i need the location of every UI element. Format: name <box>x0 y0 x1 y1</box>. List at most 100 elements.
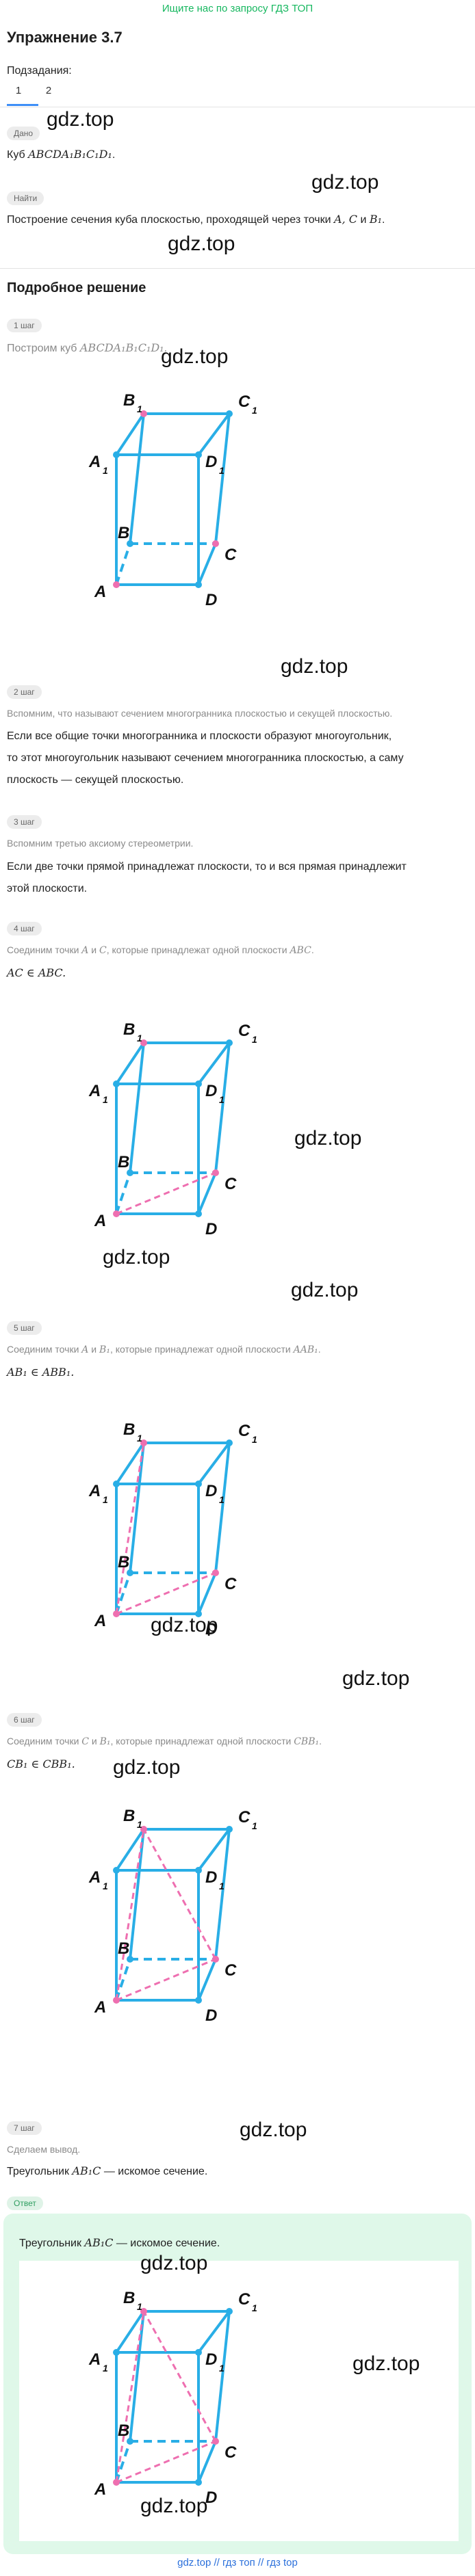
watermark: gdz.top <box>291 1279 359 1301</box>
cube-edge <box>197 1041 231 1085</box>
subtasks-label: Подзадания: <box>7 65 72 77</box>
cube-edge <box>197 412 231 456</box>
watermark: gdz.top <box>140 2252 208 2274</box>
watermark: gdz.top <box>140 2495 208 2517</box>
vertex-label: B <box>118 1939 129 1958</box>
watermark: gdz.top <box>103 1246 170 1269</box>
vertex-label: D <box>205 1868 217 1887</box>
vertex-subscript: 1 <box>137 403 142 414</box>
cube-edge <box>197 542 217 586</box>
vertex-label: B <box>118 1553 129 1571</box>
vertex-subscript: 1 <box>252 2302 257 2313</box>
vertex-point <box>113 2349 120 2356</box>
section-line <box>142 1829 217 1960</box>
vertex-label: C <box>238 1022 251 1040</box>
vertex-label: D <box>205 1482 217 1500</box>
cube-edge <box>129 1041 145 1174</box>
active-tab-indicator <box>7 104 38 106</box>
vertex-point <box>113 451 120 458</box>
vertex-label: A <box>94 2480 106 2499</box>
vertex-point <box>195 1480 202 1487</box>
cube-hidden-edge <box>115 1958 131 2001</box>
given-text: Куб ABCDA₁B₁C₁D₁. <box>7 148 116 161</box>
cube-edge <box>197 2310 231 2354</box>
footer-links[interactable]: gdz.top // гдз топ // гдз top <box>177 2557 298 2568</box>
section-line <box>115 1442 145 1615</box>
vertex-point <box>195 451 202 458</box>
cube-hidden-edge <box>115 543 131 585</box>
vertex-subscript: 1 <box>137 1819 142 1830</box>
top-search-link[interactable]: Ищите нас по запросу ГДЗ ТОП <box>162 3 313 14</box>
cube-edge <box>129 2310 145 2443</box>
vertex-point <box>195 1867 202 1874</box>
vertex-subscript: 1 <box>103 1094 108 1105</box>
cube-edge <box>129 1442 145 1574</box>
cube-edge <box>197 1442 231 1485</box>
watermark: gdz.top <box>151 1614 218 1636</box>
step-4-note: Соединим точки A и C, которые принадлежа… <box>7 944 314 956</box>
vertex-label: A <box>88 2350 101 2369</box>
cube-edge <box>214 1442 231 1574</box>
vertex-subscript: 1 <box>103 1494 108 1505</box>
vertex-point <box>127 1169 133 1176</box>
vertex-subscript: 1 <box>137 1033 142 1044</box>
vertex-label: B <box>118 524 129 542</box>
cube-edge <box>214 2310 231 2443</box>
step-7-text: Треугольник AB₁C — искомое сечение. <box>7 2164 208 2177</box>
vertex-subscript: 1 <box>252 1034 257 1045</box>
cube-edge <box>214 412 231 545</box>
vertex-label: C <box>238 393 251 411</box>
watermark: gdz.top <box>47 108 114 131</box>
vertex-point <box>113 1610 120 1617</box>
vertex-subscript: 1 <box>252 1434 257 1445</box>
step-5-formula: AB₁ ∈ ABB₁. <box>7 1366 75 1379</box>
answer-badge: Ответ <box>7 2196 43 2210</box>
cube-edge <box>214 1828 231 1961</box>
vertex-label: C <box>238 1808 251 1827</box>
tab-subtask-2[interactable]: 2 <box>45 85 52 96</box>
vertex-label: D <box>205 2006 217 2025</box>
tab-subtask-1[interactable]: 1 <box>15 85 22 96</box>
cube-edge <box>115 2310 145 2354</box>
vertex-subscript: 1 <box>252 405 257 416</box>
vertex-point <box>195 1080 202 1087</box>
vertex-point <box>127 2438 133 2445</box>
vertex-subscript: 1 <box>219 2363 224 2374</box>
vertex-point <box>212 1569 219 1576</box>
step-2-line: плоскость — секущей плоскостью. <box>7 774 184 786</box>
find-text: Построение сечения куба плоскостью, прох… <box>7 213 385 226</box>
vertex-subscript: 1 <box>252 1820 257 1831</box>
vertex-label: C <box>224 1961 237 1980</box>
vertex-label: B <box>123 391 135 410</box>
step-1-text: Построим куб ABCDA₁B₁C₁D₁. <box>7 341 168 354</box>
vertex-point <box>226 2308 233 2315</box>
cube-edge <box>197 1171 217 1215</box>
cube-edge <box>115 1041 145 1085</box>
step-3-note: Вспомним третью аксиому стереометрии. <box>7 838 194 849</box>
vertex-subscript: 1 <box>219 1094 224 1105</box>
vertex-point <box>127 1569 133 1576</box>
vertex-subscript: 1 <box>219 1881 224 1891</box>
step-7-note: Сделаем вывод. <box>7 2144 81 2155</box>
exercise-title: Упражнение 3.7 <box>7 29 123 46</box>
vertex-subscript: 1 <box>137 1433 142 1444</box>
divider <box>0 268 475 269</box>
vertex-label: A <box>94 1612 106 1630</box>
vertex-point <box>140 410 147 417</box>
step-1-badge: 1 шаг <box>7 319 42 332</box>
vertex-point <box>113 581 120 588</box>
step-7-badge: 7 шаг <box>7 2121 42 2135</box>
step-5-badge: 5 шаг <box>7 1321 42 1335</box>
cube-edge <box>197 2440 217 2484</box>
vertex-point <box>195 2479 202 2486</box>
step-6-note: Соединим точки C и B₁, которые принадлеж… <box>7 1736 322 1747</box>
vertex-label: D <box>205 2488 217 2507</box>
section-line <box>116 1171 216 1215</box>
vertex-label: B <box>123 1807 135 1825</box>
vertex-label: D <box>205 591 217 609</box>
watermark: gdz.top <box>161 345 229 368</box>
